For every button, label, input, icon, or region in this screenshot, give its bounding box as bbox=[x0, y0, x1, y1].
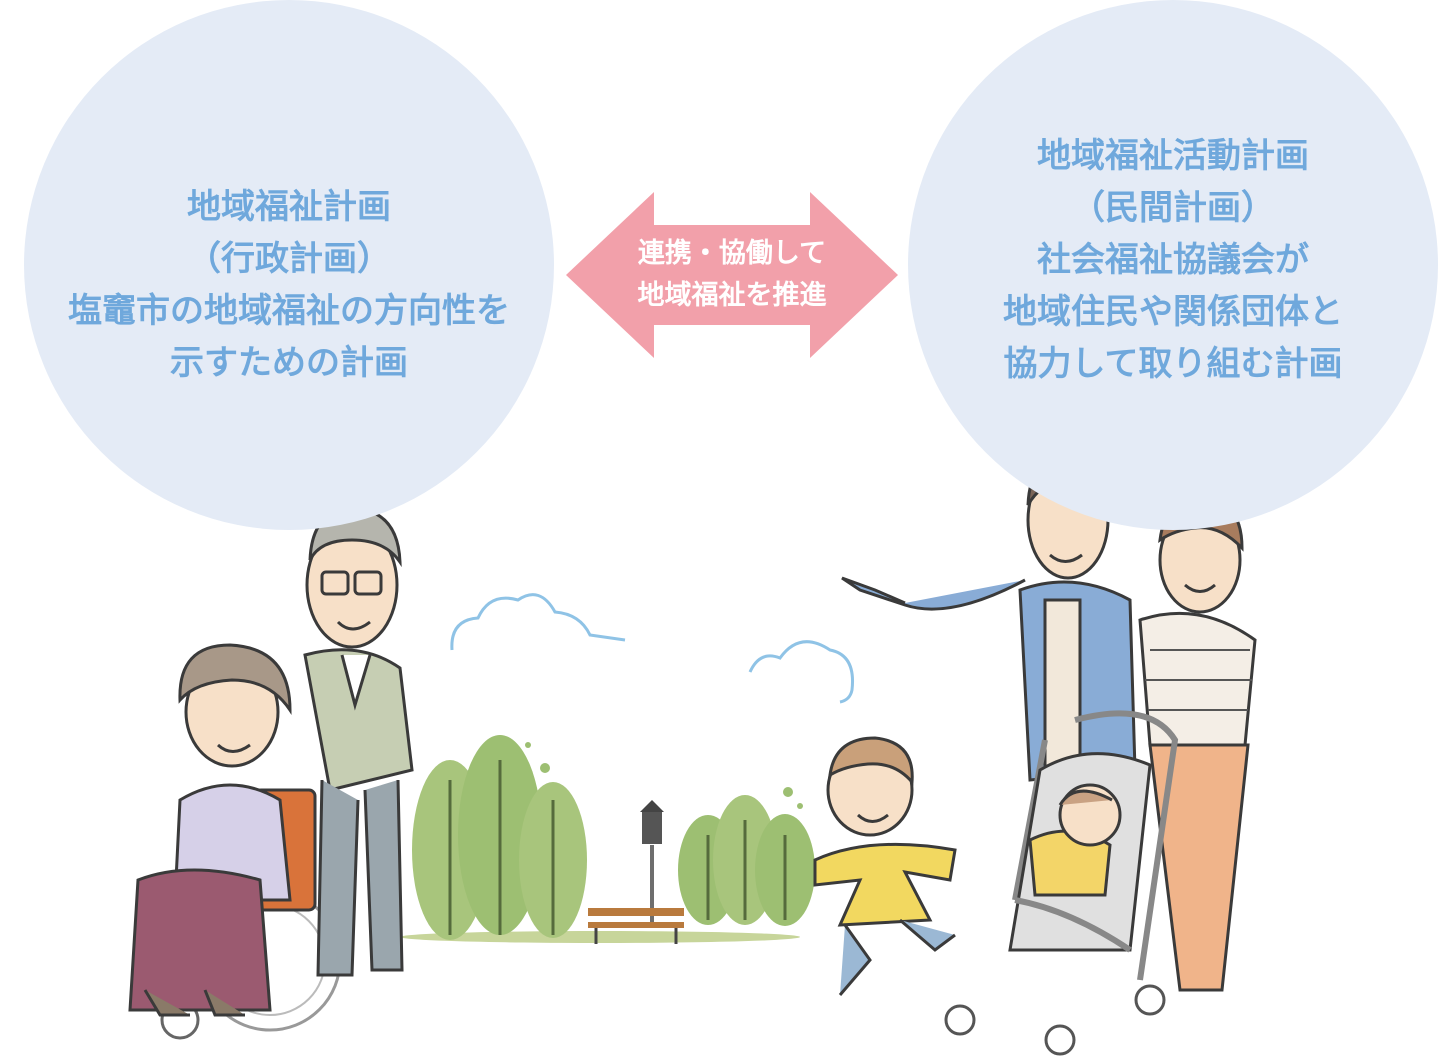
government-plan-desc-1: 塩竈市の地域福祉の方向性を bbox=[68, 291, 510, 331]
collaboration-arrow: 連携・協働して 地域福祉を推進 bbox=[566, 192, 898, 358]
private-plan-type: （民間計画） bbox=[1071, 188, 1275, 228]
private-plan-desc-3: 協力して取り組む計画 bbox=[1003, 344, 1343, 384]
government-plan-text: 地域福祉計画 （行政計画） 塩竈市の地域福祉の方向性を 示すための計画 bbox=[68, 181, 510, 389]
collaboration-text: 連携・協働して 地域福祉を推進 bbox=[566, 192, 898, 358]
elderly-couple bbox=[128, 506, 414, 1040]
private-plan-desc-1: 社会福祉協議会が bbox=[1037, 240, 1309, 280]
double-arrow-icon bbox=[566, 192, 898, 358]
private-plan-title: 地域福祉活動計画 bbox=[1037, 136, 1309, 176]
private-plan-circle: 地域福祉活動計画 （民間計画） 社会福祉協議会が 地域住民や関係団体と 協力して… bbox=[908, 0, 1438, 530]
government-plan-type: （行政計画） bbox=[187, 239, 391, 279]
government-plan-circle: 地域福祉計画 （行政計画） 塩竈市の地域福祉の方向性を 示すための計画 bbox=[24, 0, 554, 530]
bench bbox=[588, 908, 684, 944]
government-plan-desc-2: 示すための計画 bbox=[170, 343, 408, 383]
cloud-left bbox=[450, 593, 626, 651]
trees-left bbox=[412, 735, 587, 940]
government-plan-title: 地域福祉計画 bbox=[187, 187, 391, 227]
cloud-right bbox=[748, 640, 855, 704]
private-plan-desc-2: 地域住民や関係団体と bbox=[1003, 292, 1343, 332]
trees-right bbox=[678, 787, 815, 926]
private-plan-text: 地域福祉活動計画 （民間計画） 社会福祉協議会が 地域住民や関係団体と 協力して… bbox=[1003, 130, 1343, 390]
family bbox=[813, 453, 1257, 1056]
collaboration-line-2: 地域福祉を推進 bbox=[637, 280, 827, 311]
collaboration-line-1: 連携・協働して bbox=[637, 238, 827, 269]
